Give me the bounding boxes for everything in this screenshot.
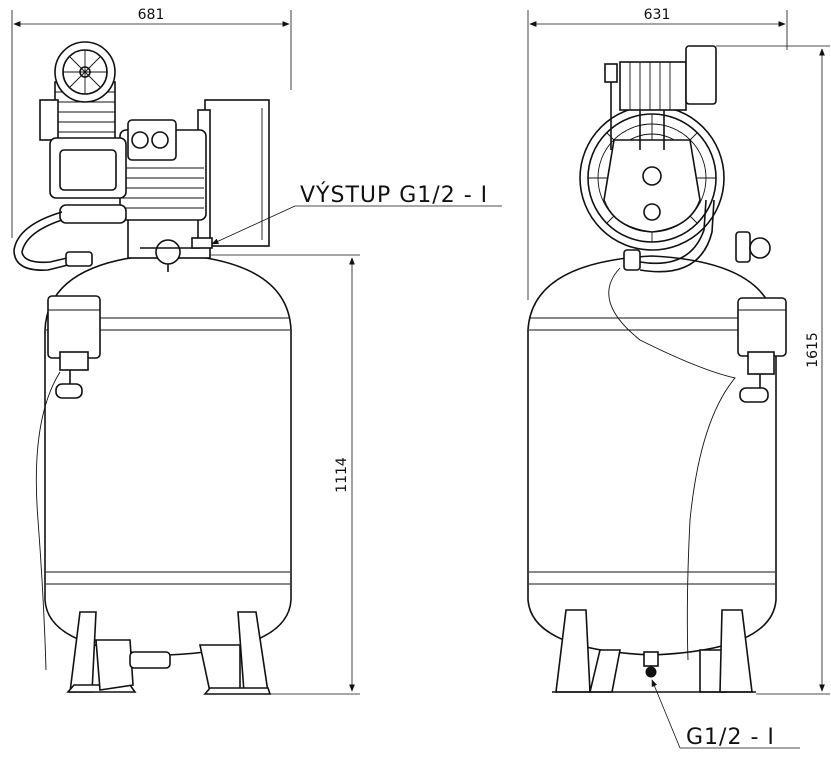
front-outlet-valve xyxy=(140,237,213,272)
side-drain-tube xyxy=(608,267,736,661)
total-height-label: 1615 xyxy=(805,332,821,368)
side-hose xyxy=(639,199,707,265)
front-view: 681 xyxy=(11,7,502,695)
side-pressure-switch xyxy=(737,297,787,403)
side-width-dimension: 631 xyxy=(527,7,788,300)
front-tank xyxy=(44,253,292,656)
total-height-dimension: 1615 xyxy=(716,45,830,695)
front-pressure-switch xyxy=(47,295,101,399)
side-legs xyxy=(552,609,756,693)
front-legs xyxy=(66,611,272,695)
front-pump xyxy=(39,41,127,224)
drain-label: G1/2 - I xyxy=(686,725,775,750)
outlet-callout: VÝSTUP G1/2 - I xyxy=(211,182,502,245)
tank-height-label: 1114 xyxy=(334,457,350,493)
front-drain-tube xyxy=(35,371,61,671)
drain-callout: G1/2 - I xyxy=(651,679,800,750)
side-width-label: 631 xyxy=(644,7,671,23)
outlet-label: VÝSTUP G1/2 - I xyxy=(300,182,488,208)
side-drain-valve xyxy=(643,651,659,678)
tank-height-dimension: 1114 xyxy=(210,254,360,695)
front-width-dimension: 681 xyxy=(11,7,292,238)
side-pump xyxy=(579,45,771,271)
side-view: 631 xyxy=(527,7,830,750)
front-motor xyxy=(119,99,270,247)
front-width-label: 681 xyxy=(138,7,165,23)
front-hose xyxy=(13,211,81,271)
